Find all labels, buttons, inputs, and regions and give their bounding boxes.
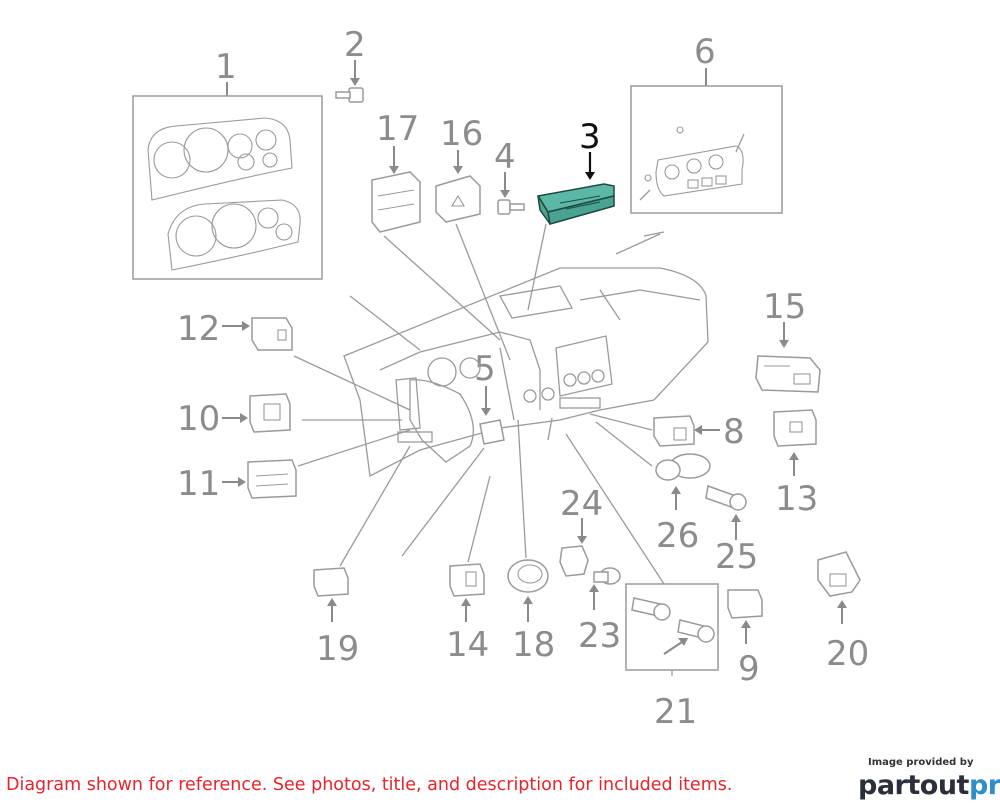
callout-11[interactable]: 11 [177,464,220,504]
callout-16[interactable]: 16 [440,114,483,154]
hazard-switch-part[interactable] [435,150,511,361]
screw-4-part[interactable] [497,172,525,215]
callout-3[interactable]: 3 [579,117,601,157]
callout-10[interactable]: 10 [177,399,220,439]
callout-5[interactable]: 5 [474,349,496,389]
clip-24-part[interactable] [559,518,589,577]
switch-13-part[interactable] [773,409,817,476]
callout-2[interactable]: 2 [344,25,366,65]
switch-20-part[interactable] [817,551,861,624]
callout-1[interactable]: 1 [215,47,237,87]
callout-23[interactable]: 23 [578,616,621,656]
callout-25[interactable]: 25 [715,537,758,577]
callout-12[interactable]: 12 [177,309,220,349]
callout-13[interactable]: 13 [775,479,818,519]
screw-part[interactable] [335,60,364,103]
switch-panel-17-part[interactable] [371,146,501,341]
image-credit-label: Image provided by [868,757,974,768]
callout-15[interactable]: 15 [763,287,806,327]
highlighted-switch-part[interactable] [527,152,615,311]
switch-19-part[interactable] [313,445,411,622]
callout-21[interactable]: 21 [654,692,697,732]
partoutpro-logo: partoutpro [858,770,1000,801]
plug-25-part[interactable] [705,484,747,540]
switch-5-part[interactable] [479,386,505,445]
switch-10-part[interactable] [222,393,402,433]
callout-14[interactable]: 14 [446,625,489,665]
switch-8-part[interactable] [589,413,720,447]
callout-20[interactable]: 20 [826,634,869,674]
switch-15-part[interactable] [755,322,821,393]
knob-18-part[interactable] [507,419,549,622]
callout-8[interactable]: 8 [723,412,745,452]
callout-18[interactable]: 18 [512,625,555,665]
callout-9[interactable]: 9 [738,649,760,689]
brand-part1: partout [858,770,969,801]
bulb-23-part[interactable] [589,567,621,610]
bulb-set-21-part[interactable] [565,433,719,676]
switch-14-part[interactable] [401,447,491,622]
callout-26[interactable]: 26 [656,516,699,556]
callout-4[interactable]: 4 [494,137,516,177]
switch-12-part[interactable] [222,317,411,411]
dashboard-outline [343,267,709,478]
disclaimer-text: Diagram shown for reference. See photos,… [6,775,733,795]
instrument-cluster-part[interactable] [132,82,323,280]
switch-11-part[interactable] [222,429,411,499]
callout-19[interactable]: 19 [316,629,359,669]
switch-9-part[interactable] [727,589,763,644]
brand-part2: pro [968,770,1000,801]
callout-17[interactable]: 17 [376,109,419,149]
climate-control-part[interactable] [630,68,783,214]
callout-24[interactable]: 24 [560,484,603,524]
callout-6[interactable]: 6 [694,32,716,72]
socket-26-part[interactable] [595,421,711,510]
